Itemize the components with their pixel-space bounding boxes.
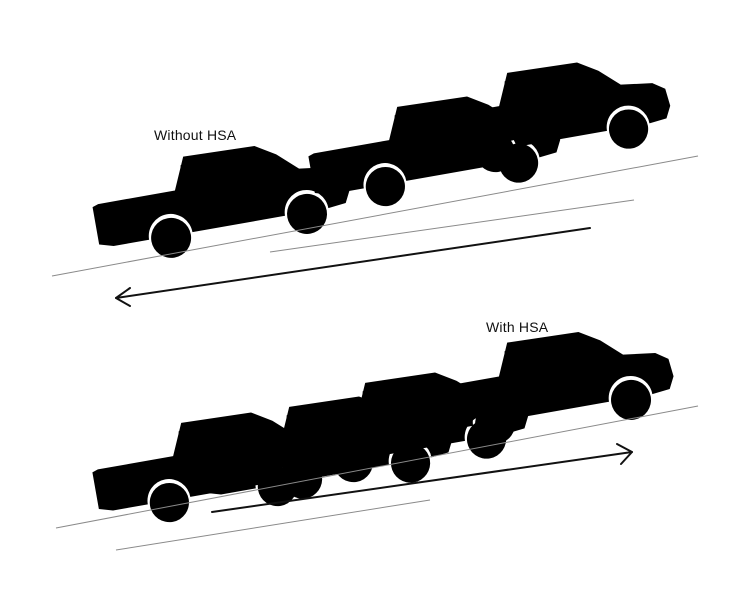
top-panel: Without HSA (51, 45, 699, 307)
solid-truck-top (86, 129, 356, 271)
without-hsa-label: Without HSA (154, 127, 237, 143)
road-line-top-lower (269, 199, 635, 253)
road-line-bottom (55, 405, 699, 529)
road-line-top (51, 155, 699, 277)
bottom-panel: With HSA (55, 315, 699, 551)
arrow-right-icon (211, 443, 633, 513)
arrow-left-icon (115, 227, 591, 307)
road-line-bottom-lower (115, 499, 431, 551)
with-hsa-label: With HSA (486, 319, 549, 335)
